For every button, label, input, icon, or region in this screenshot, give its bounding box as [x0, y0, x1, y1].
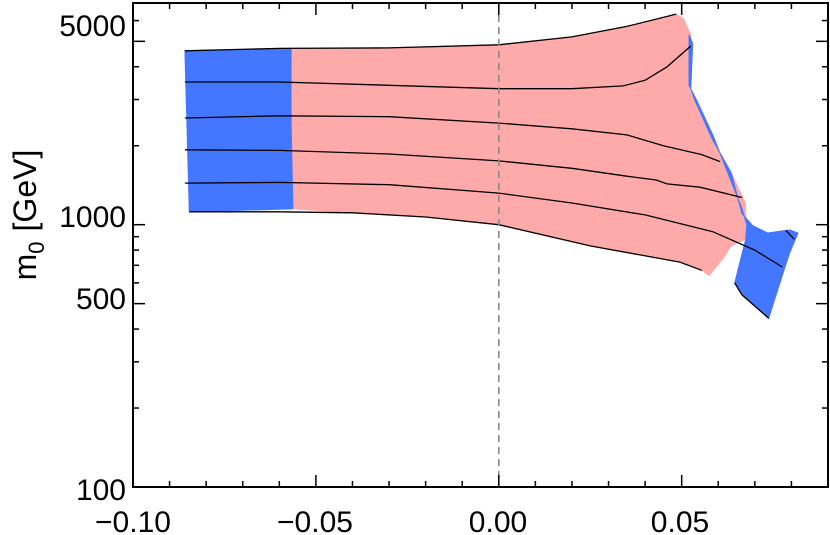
- contour-line: [184, 149, 743, 199]
- x-tick-label: −0.05: [277, 506, 353, 535]
- x-tick-label: 0.00: [469, 506, 527, 535]
- region-blue: [184, 47, 295, 213]
- contour-line: [189, 211, 703, 271]
- region-blue: [688, 34, 799, 320]
- region-pink: [291, 13, 747, 277]
- y-axis-label: m0[GeV]: [7, 150, 49, 281]
- plot-frame: [132, 2, 829, 488]
- x-tick-label: 0.05: [651, 506, 709, 535]
- contour-line: [184, 181, 783, 268]
- y-tick-label: 5000: [59, 10, 126, 43]
- y-tick-label: 500: [76, 283, 126, 316]
- axis-ticks: [132, 2, 829, 488]
- plot-content: [184, 13, 799, 320]
- contour-line: [734, 282, 770, 319]
- y-tick-label: 100: [76, 474, 126, 507]
- contour-line: [184, 45, 692, 90]
- x-tick-label: −0.10: [95, 506, 171, 535]
- contour-line: [785, 230, 795, 240]
- contour-line: [184, 115, 721, 163]
- y-tick-label: 1000: [59, 201, 126, 234]
